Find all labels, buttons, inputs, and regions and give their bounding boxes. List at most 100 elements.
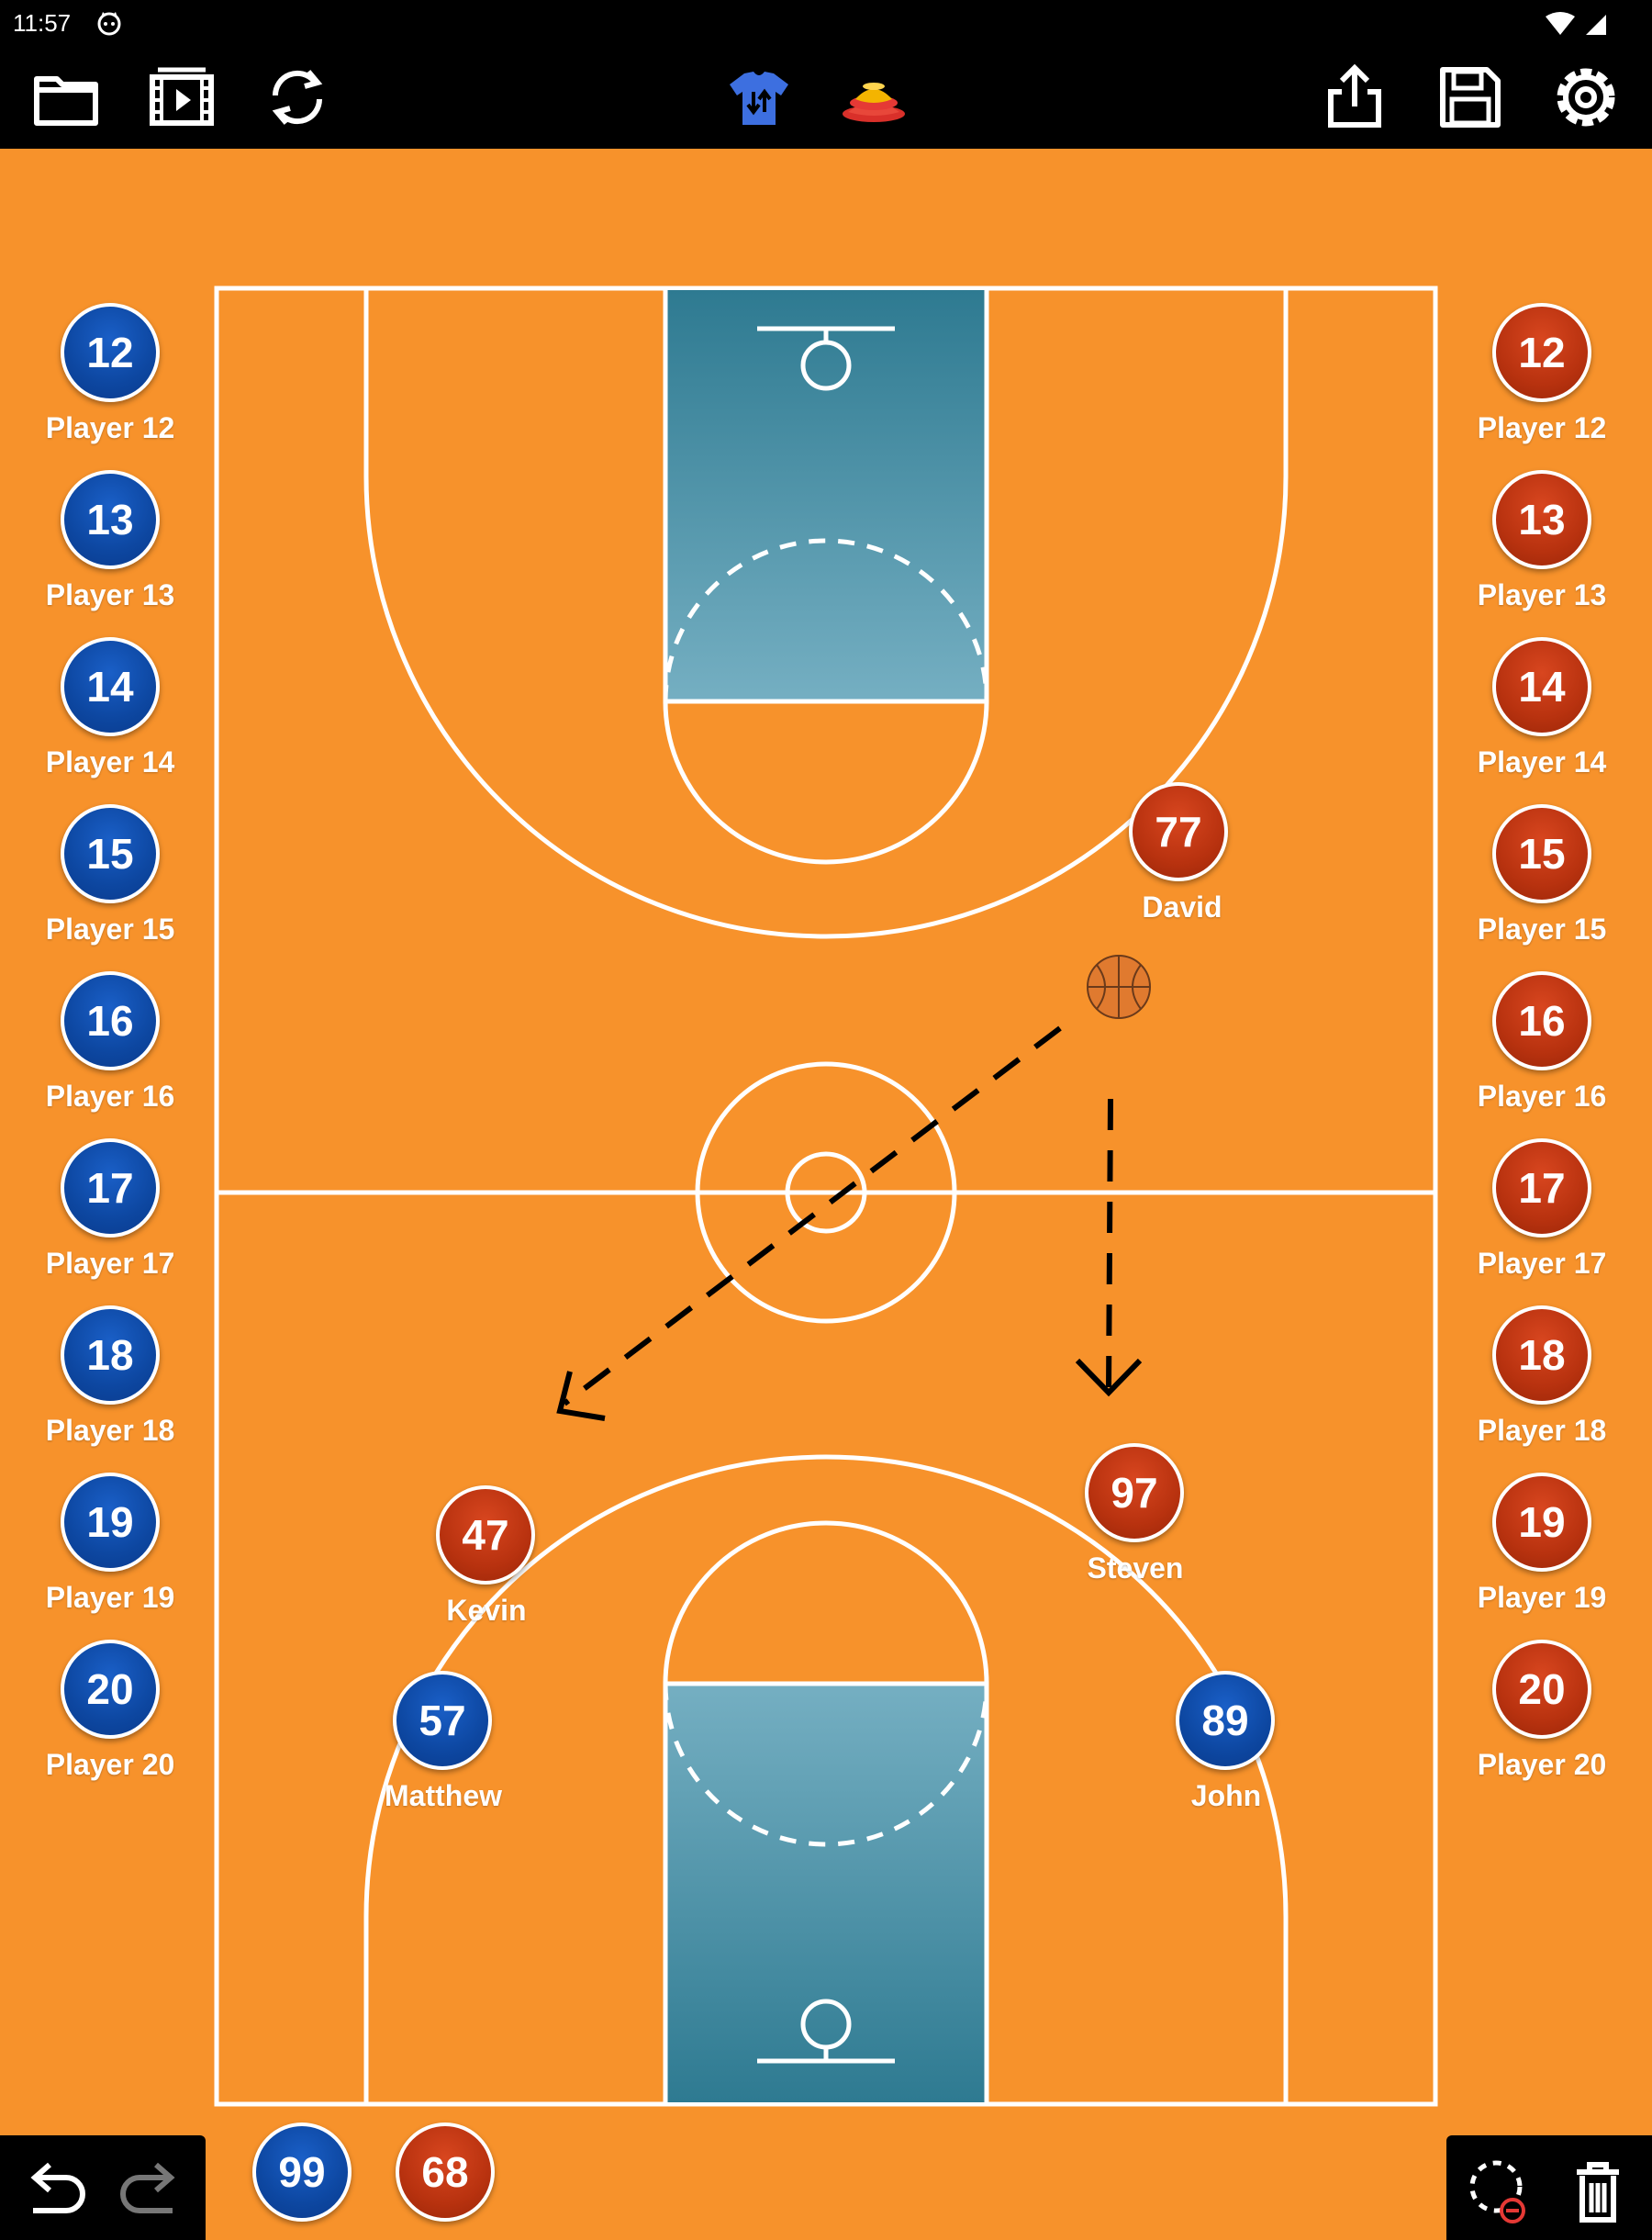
player-number: 99 bbox=[252, 2122, 352, 2222]
court-player-steven[interactable]: 97 Steven bbox=[1044, 1443, 1227, 1599]
folder-icon[interactable] bbox=[28, 59, 105, 136]
player-number: 47 bbox=[436, 1485, 535, 1585]
tray-player-blue[interactable]: 99 bbox=[211, 2122, 395, 2240]
bottom-free-throw-circle bbox=[663, 1520, 989, 1685]
player-name: Player 14 bbox=[1477, 745, 1607, 778]
video-frames-icon[interactable] bbox=[143, 59, 220, 136]
player-name: Player 13 bbox=[45, 578, 175, 611]
player-name: Player 15 bbox=[45, 913, 175, 946]
history-controls bbox=[0, 2135, 206, 2240]
save-icon[interactable] bbox=[1432, 59, 1509, 136]
trash-icon[interactable] bbox=[1557, 2150, 1639, 2229]
jersey-swap-icon[interactable] bbox=[720, 59, 798, 136]
pass-arrow[interactable] bbox=[556, 1025, 1062, 1421]
player-number: 12 bbox=[61, 303, 160, 402]
settings-icon[interactable] bbox=[1547, 59, 1624, 136]
player-number: 13 bbox=[61, 470, 160, 569]
player-name: Player 19 bbox=[1477, 1581, 1607, 1614]
player-number: 20 bbox=[61, 1640, 160, 1739]
tray-player-red[interactable]: 68 bbox=[354, 2122, 538, 2240]
top-three-point-line bbox=[363, 288, 1289, 939]
undo-icon[interactable] bbox=[13, 2150, 95, 2229]
court-player-kevin[interactable]: 47 Kevin bbox=[395, 1485, 578, 1641]
bottom-hoop bbox=[800, 1999, 852, 2050]
edit-controls bbox=[1446, 2135, 1652, 2240]
top-free-throw-circle bbox=[663, 700, 989, 865]
player-name: Player 14 bbox=[45, 745, 175, 778]
player-number: 18 bbox=[1492, 1305, 1591, 1405]
player-number: 68 bbox=[396, 2122, 495, 2222]
player-name: Player 17 bbox=[1477, 1247, 1607, 1280]
cones-icon[interactable] bbox=[835, 59, 912, 136]
player-name: Player 12 bbox=[45, 411, 175, 444]
player-number: 12 bbox=[1492, 303, 1591, 402]
player-name: Player 18 bbox=[1477, 1414, 1607, 1447]
player-number: 19 bbox=[1492, 1473, 1591, 1572]
player-name: Player 20 bbox=[45, 1748, 175, 1781]
player-number: 14 bbox=[1492, 637, 1591, 736]
basketball-icon[interactable] bbox=[1087, 955, 1151, 1019]
court-boundary bbox=[214, 286, 1438, 2107]
player-number: 18 bbox=[61, 1305, 160, 1405]
player-number: 13 bbox=[1492, 470, 1591, 569]
player-name: John bbox=[1190, 1779, 1262, 1812]
player-name: Matthew bbox=[385, 1779, 502, 1812]
court-player-david[interactable]: 77 David bbox=[1090, 782, 1274, 938]
lasso-delete-icon[interactable] bbox=[1459, 2150, 1542, 2229]
dribble-arrow[interactable] bbox=[1075, 1098, 1143, 1397]
signal-icon bbox=[1546, 12, 1606, 35]
player-number: 14 bbox=[61, 637, 160, 736]
player-name: Player 18 bbox=[45, 1414, 175, 1447]
center-circle bbox=[695, 1061, 957, 1324]
toolbar bbox=[0, 46, 1652, 149]
player-name: Player 16 bbox=[45, 1080, 175, 1113]
player-name: Player 20 bbox=[1477, 1748, 1607, 1781]
player-name: Player 19 bbox=[45, 1581, 175, 1614]
status-bar: 11:57 bbox=[0, 0, 1652, 46]
center-inner-circle bbox=[785, 1151, 867, 1234]
court-player-john[interactable]: 89 John bbox=[1134, 1671, 1318, 1827]
player-number: 16 bbox=[1492, 971, 1591, 1070]
player-number: 57 bbox=[393, 1671, 492, 1770]
top-paint bbox=[665, 290, 987, 701]
cat-status-icon bbox=[97, 12, 121, 36]
player-number: 17 bbox=[1492, 1138, 1591, 1238]
player-number: 17 bbox=[61, 1138, 160, 1238]
player-number: 97 bbox=[1085, 1443, 1184, 1542]
player-number: 16 bbox=[61, 971, 160, 1070]
player-number: 15 bbox=[1492, 804, 1591, 903]
basketball-court bbox=[214, 286, 1438, 2107]
court-player-matthew[interactable]: 57 Matthew bbox=[352, 1671, 535, 1827]
bottom-paint bbox=[665, 1684, 987, 2102]
player-number: 20 bbox=[1492, 1640, 1591, 1739]
player-name: Player 12 bbox=[1477, 411, 1607, 444]
share-icon[interactable] bbox=[1316, 59, 1393, 136]
redo-icon[interactable] bbox=[110, 2150, 193, 2229]
player-name: Kevin bbox=[446, 1594, 527, 1627]
player-number: 19 bbox=[61, 1473, 160, 1572]
player-name: Steven bbox=[1087, 1551, 1184, 1585]
player-name: Player 13 bbox=[1477, 578, 1607, 611]
player-name: Player 15 bbox=[1477, 913, 1607, 946]
player-name: David bbox=[1142, 890, 1222, 924]
refresh-icon[interactable] bbox=[259, 59, 336, 136]
